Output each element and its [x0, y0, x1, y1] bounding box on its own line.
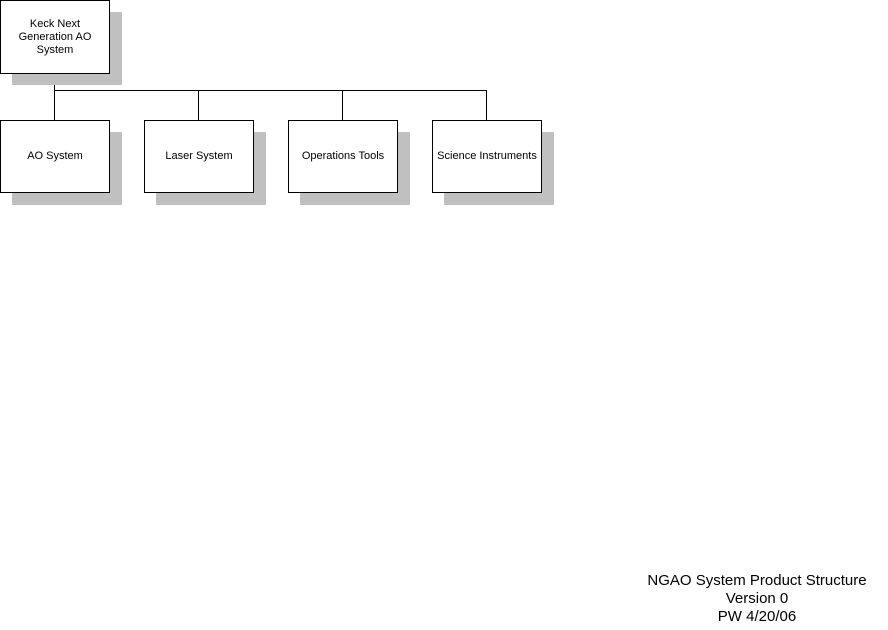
caption-author-date: PW 4/20/06: [717, 608, 797, 625]
connector-operations-tools: [342, 90, 343, 121]
diagram-caption: NGAO System Product Structure Version 0 …: [627, 572, 887, 626]
child-node-label: Laser System: [165, 150, 233, 162]
child-node-laser-system: Laser System: [144, 120, 254, 193]
connector-ao-system: [54, 90, 55, 121]
connector-laser-system: [198, 90, 199, 121]
child-node-ao-system: AO System: [0, 120, 110, 193]
horizontal-bus-line: [54, 90, 487, 91]
child-node-science-instruments: Science Instruments: [432, 120, 542, 193]
connector-science-instruments: [486, 90, 487, 121]
caption-title: NGAO System Product Structure: [647, 572, 867, 589]
child-node-label: Science Instruments: [437, 150, 537, 162]
root-node-label: Keck Next Generation AO System: [18, 17, 92, 56]
child-node-operations-tools: Operations Tools: [288, 120, 398, 193]
child-node-label: Operations Tools: [301, 150, 385, 162]
child-node-label: AO System: [27, 150, 83, 162]
root-node: Keck Next Generation AO System: [0, 0, 110, 74]
caption-version: Version 0: [725, 590, 789, 607]
